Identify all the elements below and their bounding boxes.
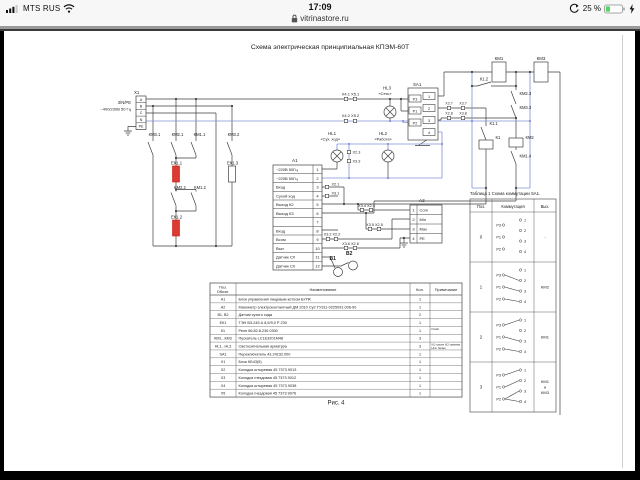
status-bar: MTS RUS 17:09 vitrinastore.ru 25	[0, 0, 640, 26]
status-left: MTS RUS	[6, 3, 75, 13]
lock-icon	[292, 14, 298, 23]
viewer-frame-edge	[0, 29, 640, 31]
address-bar[interactable]: vitrinastore.ru	[0, 13, 640, 24]
pdf-page[interactable]	[4, 31, 635, 471]
battery-percent: 25 %	[582, 4, 601, 13]
viewer-frame-top	[0, 26, 640, 29]
wifi-icon	[63, 4, 75, 13]
clock: 17:09	[308, 2, 332, 12]
cell-signal-icon	[6, 5, 18, 13]
carrier-label: MTS RUS	[23, 3, 61, 13]
battery-icon	[604, 4, 625, 13]
status-right: 25 %	[569, 3, 635, 14]
charging-bolt-icon	[629, 3, 635, 14]
status-center: 17:09 vitrinastore.ru	[0, 0, 640, 24]
orientation-lock-icon	[569, 3, 579, 13]
url-label: vitrinastore.ru	[300, 14, 349, 23]
